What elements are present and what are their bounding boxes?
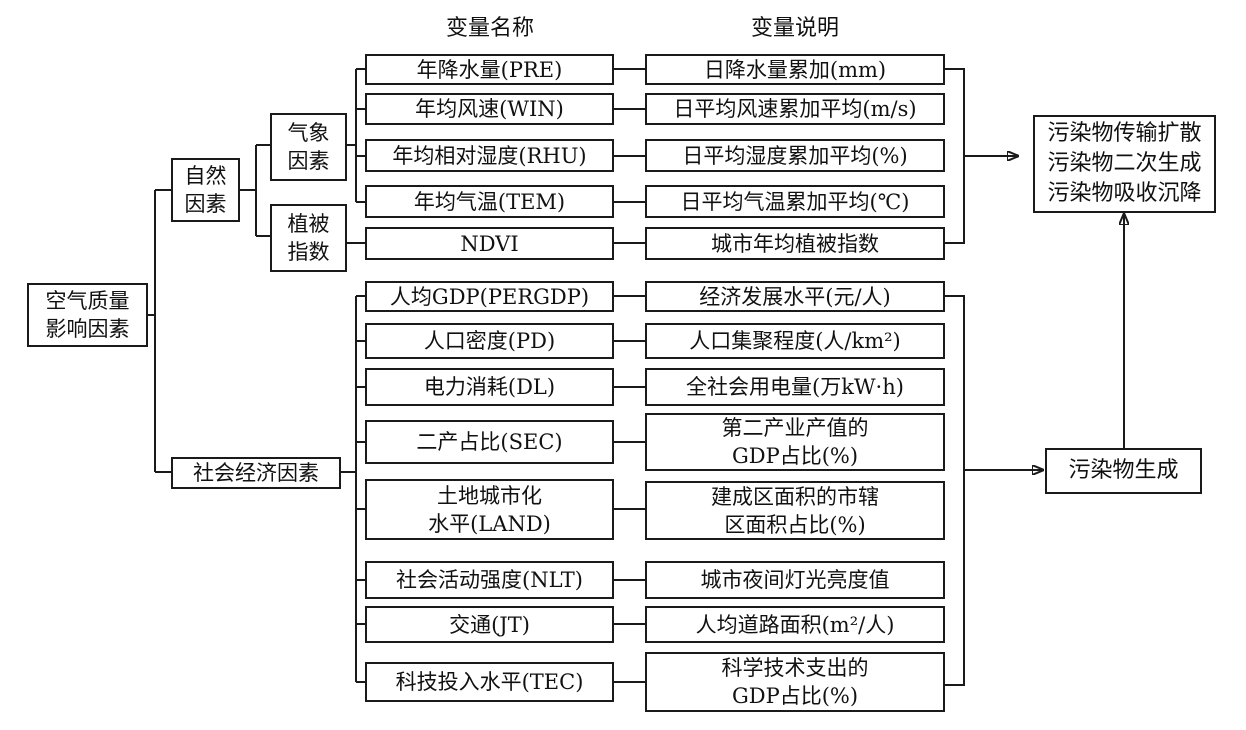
natural-factor-node: 自然 因素 bbox=[171, 158, 240, 222]
variable-desc-box: 第二产业产值的 GDP占比(%) bbox=[645, 413, 945, 471]
variable-desc-box: 科学技术支出的 GDP占比(%) bbox=[645, 652, 945, 712]
variable-name-box: 交通(JT) bbox=[365, 606, 614, 643]
top-bracket bbox=[945, 68, 1018, 244]
variable-desc-box: 城市年均植被指数 bbox=[645, 227, 945, 260]
meteorological-factor-node: 气象 因素 bbox=[270, 113, 347, 181]
header-variable-name: 变量名称 bbox=[445, 16, 534, 41]
variable-name-box: 电力消耗(DL) bbox=[365, 368, 614, 406]
variable-desc-box: 人均道路面积(m²/人) bbox=[645, 606, 945, 643]
variable-desc-box: 经济发展水平(元/人) bbox=[645, 281, 945, 312]
root-node: 空气质量 影响因素 bbox=[27, 283, 148, 347]
socio-economic-factor-node: 社会经济因素 bbox=[171, 457, 341, 489]
pollutant-generation-box: 污染物生成 bbox=[1045, 448, 1202, 494]
variable-name-box: 年降水量(PRE) bbox=[365, 54, 614, 85]
variable-desc-box: 全社会用电量(万kW·h) bbox=[645, 368, 945, 406]
header-variable-desc: 变量说明 bbox=[750, 16, 839, 41]
variable-desc-box: 日平均风速累加平均(m/s) bbox=[645, 93, 945, 125]
variable-name-box: 科技投入水平(TEC) bbox=[365, 662, 614, 702]
variable-desc-box: 日平均湿度累加平均(%) bbox=[645, 139, 945, 172]
variable-name-box: 社会活动强度(NLT) bbox=[365, 561, 614, 599]
root-branch bbox=[148, 189, 171, 473]
bottom-bracket bbox=[945, 295, 1043, 686]
variable-desc-box: 城市夜间灯光亮度值 bbox=[645, 561, 945, 599]
natural-branch bbox=[240, 144, 270, 237]
variable-name-box: 二产占比(SEC) bbox=[365, 420, 614, 464]
pollutant-process-box: 污染物传输扩散 污染物二次生成 污染物吸收沉降 bbox=[1033, 115, 1216, 213]
socio-branch bbox=[341, 295, 365, 683]
variable-name-box: 年均相对湿度(RHU) bbox=[365, 139, 614, 172]
variable-desc-box: 人口集聚程度(人/km²) bbox=[645, 323, 945, 359]
variable-name-box: 年均气温(TEM) bbox=[365, 185, 614, 218]
variable-name-box: 年均风速(WIN) bbox=[365, 93, 614, 125]
variable-desc-box: 日降水量累加(mm) bbox=[645, 54, 945, 85]
variable-desc-box: 建成区面积的市辖 区面积占比(%) bbox=[645, 481, 945, 540]
variable-name-box: 土地城市化 水平(LAND) bbox=[365, 479, 614, 540]
name-desc-links bbox=[614, 68, 645, 683]
variable-name-box: NDVI bbox=[365, 227, 614, 260]
variable-name-box: 人均GDP(PERGDP) bbox=[365, 281, 614, 312]
variable-desc-box: 日平均气温累加平均(℃) bbox=[645, 185, 945, 218]
variable-name-box: 人口密度(PD) bbox=[365, 323, 614, 359]
meteo-branch bbox=[347, 68, 365, 203]
vegetation-index-node: 植被 指数 bbox=[270, 204, 347, 272]
